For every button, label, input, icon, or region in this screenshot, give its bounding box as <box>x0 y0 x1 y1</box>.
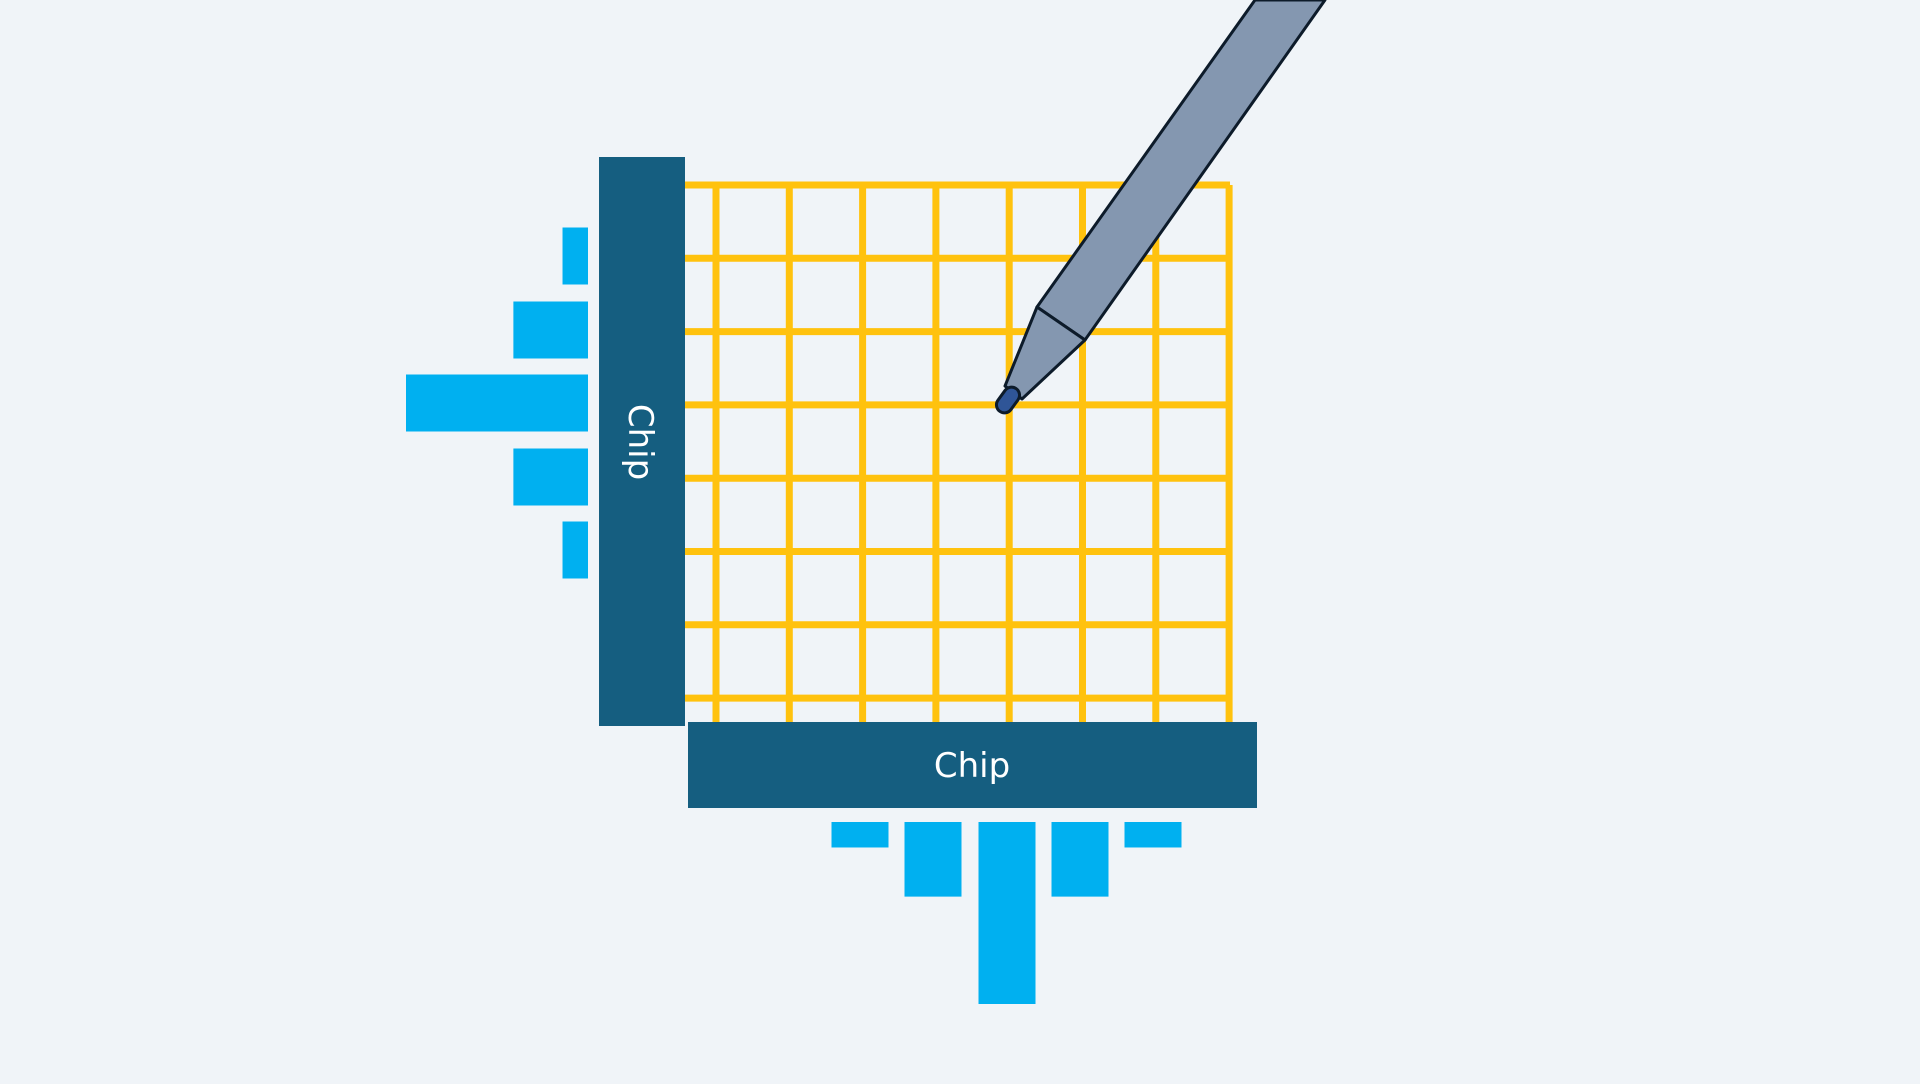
horizontal-chip <box>688 722 1257 808</box>
vertical-chip <box>599 157 685 726</box>
stylus-body <box>1035 0 1327 342</box>
stylus-cone <box>1003 305 1087 401</box>
left-signal-bar <box>513 448 588 506</box>
horizontal-chip-label: Chip <box>934 746 1010 786</box>
left-signal-bar <box>406 374 588 432</box>
bottom-signal-bar <box>1124 822 1182 848</box>
bottom-signal-bar <box>978 822 1036 1004</box>
vertical-chip-label: Chip <box>620 404 660 480</box>
bottom-signal-bar <box>831 822 889 848</box>
bottom-signal-bar <box>1051 822 1109 897</box>
bottom-signal-bar <box>904 822 962 897</box>
left-signal-bar <box>562 227 588 285</box>
stylus-pen-icon <box>994 0 1327 415</box>
bottom-signal-profile <box>831 822 1182 1004</box>
stylus-nib <box>994 385 1022 415</box>
left-signal-profile <box>406 227 588 579</box>
touch-grid <box>685 181 1233 725</box>
left-signal-bar <box>562 521 588 579</box>
left-signal-bar <box>513 301 588 359</box>
